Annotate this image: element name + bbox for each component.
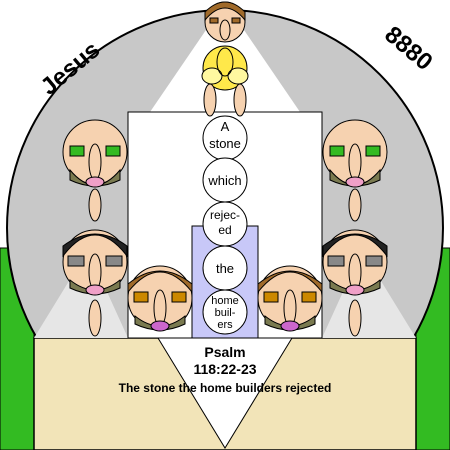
face-left-upper [62, 119, 128, 188]
svg-text:ed: ed [218, 223, 231, 237]
face-lower-left [127, 265, 193, 332]
face-right-upper [322, 119, 388, 188]
svg-text:stone: stone [209, 136, 241, 151]
svg-text:the: the [216, 261, 234, 276]
right-light-fan [322, 250, 416, 338]
gold-face [201, 45, 249, 91]
face-lower-right [257, 265, 323, 332]
svg-text:ers: ers [217, 319, 233, 331]
top-face [204, 1, 246, 43]
svg-text:which: which [207, 173, 241, 188]
psalm-verse: 118:22-23 [193, 361, 256, 377]
svg-text:rejec-: rejec- [210, 208, 240, 222]
word-circle-5: home buil- ers [202, 289, 248, 335]
caption: The stone the home builders rejected [119, 381, 332, 395]
psalm-title: Psalm [204, 344, 245, 360]
word-circle-1: A stone [202, 115, 248, 161]
word-circle-3: rejec- ed [202, 201, 248, 247]
svg-text:buil-: buil- [215, 307, 236, 319]
svg-text:A: A [221, 119, 230, 134]
lower-light-beam [157, 337, 293, 449]
svg-text:home: home [211, 295, 239, 307]
word-circle-2: which [202, 157, 248, 203]
face-left-middle [62, 229, 128, 296]
face-right-middle [322, 229, 388, 296]
word-circle-4: the [202, 245, 248, 291]
left-light-fan [34, 250, 128, 338]
